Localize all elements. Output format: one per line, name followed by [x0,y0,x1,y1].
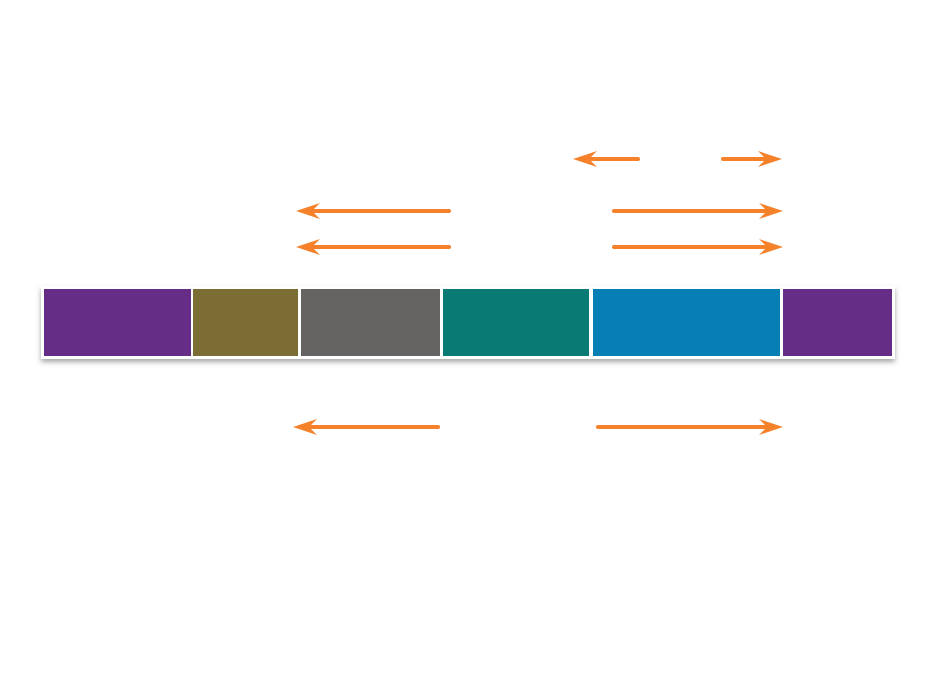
segment-3 [301,289,440,356]
segment-2 [193,289,298,356]
segment-1 [44,289,191,356]
arrow-left-row2 [296,203,451,219]
arrow-right-row3 [612,239,783,255]
segment-5 [593,289,780,356]
arrow-right-row1 [721,151,782,167]
arrow-left-row1 [573,151,640,167]
arrow-right-row2 [612,203,783,219]
arrow-left-row3 [296,239,451,255]
segment-6 [783,289,892,356]
segment-4 [443,289,589,356]
segmented-bar [41,286,895,359]
arrow-right-row4 [596,419,783,435]
arrow-left-row4 [293,419,440,435]
